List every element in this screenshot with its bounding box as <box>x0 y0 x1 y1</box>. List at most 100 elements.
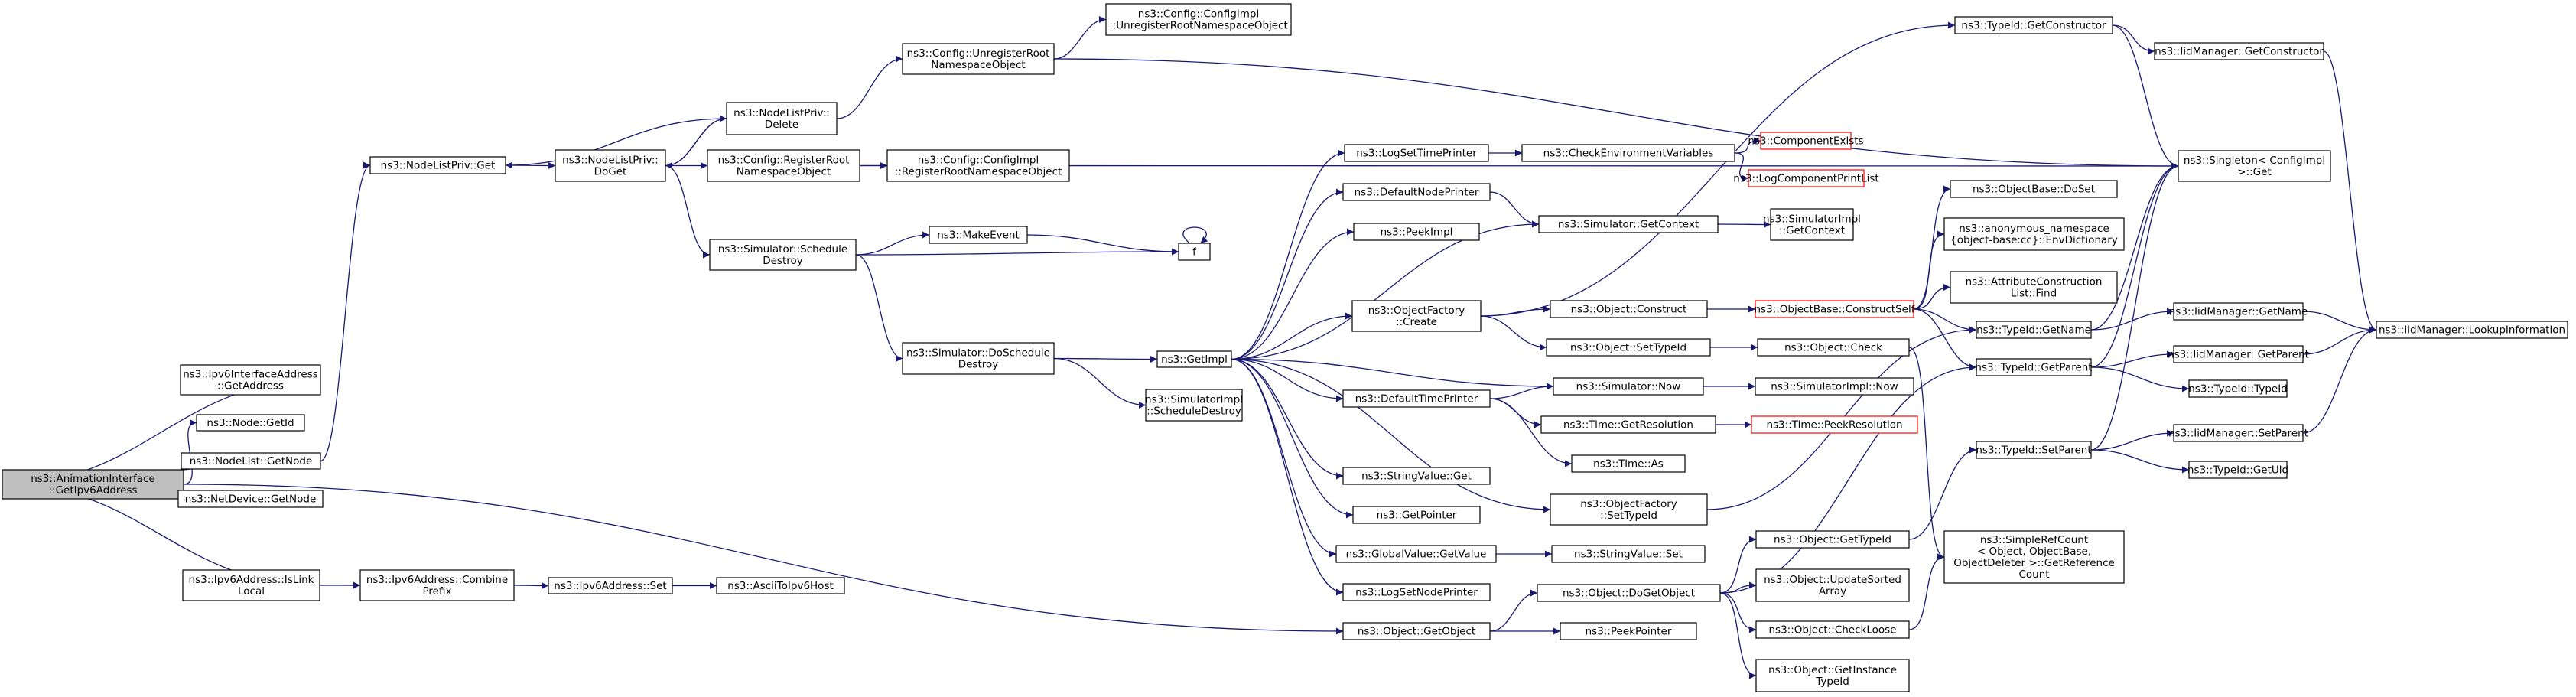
node-nodegetid[interactable]: ns3::Node::GetId <box>196 414 305 432</box>
node-timeas[interactable]: ns3::Time::As <box>1571 454 1686 473</box>
node-label: ns3::Config::UnregisterRoot <box>907 47 1050 60</box>
node-cfgreg[interactable]: ns3::Config::RegisterRootNamespaceObject <box>707 149 860 182</box>
edge-iidgetparent-to-iidlookup <box>2302 326 2377 355</box>
node-objfactcreate[interactable]: ns3::ObjectFactory::Create <box>1351 300 1482 332</box>
node-label: ns3::Simulator::DoSchedule <box>906 347 1050 360</box>
node-getimpl[interactable]: ns3::GetImpl <box>1156 350 1232 368</box>
node-makeevent[interactable]: ns3::MakeEvent <box>929 226 1028 244</box>
node-stringvalget[interactable]: ns3::StringValue::Get <box>1342 467 1491 485</box>
node-iidgetparent[interactable]: ns3::IidManager::GetParent <box>2168 345 2309 363</box>
node-simimplsched[interactable]: ns3::SimulatorImpl::ScheduleDestroy <box>1145 389 1243 422</box>
node-checkenv[interactable]: ns3::CheckEnvironmentVariables <box>1521 144 1735 162</box>
node-box <box>1571 454 1686 473</box>
node-objbasedoset[interactable]: ns3::ObjectBase::DoSet <box>1950 180 2118 198</box>
edge-line <box>1231 358 1344 596</box>
node-objgettypeid[interactable]: ns3::Object::GetTypeId <box>1755 530 1910 549</box>
node-objcheck[interactable]: ns3::Object::Check <box>1757 338 1910 357</box>
node-logsettime[interactable]: ns3::LogSetTimePrinter <box>1344 144 1489 162</box>
edge-line <box>320 161 371 462</box>
node-compexists[interactable]: ns3::ComponentExists <box>1748 132 1864 150</box>
node-getpointer[interactable]: ns3::GetPointer <box>1352 506 1481 524</box>
node-timegetres[interactable]: ns3::Time::GetResolution <box>1540 415 1716 434</box>
node-label: ns3::Object::Check <box>1784 342 1882 354</box>
node-ipv6set[interactable]: ns3::Ipv6Address::Set <box>548 577 673 594</box>
node-box <box>929 226 1028 244</box>
edge-line <box>2090 162 2179 451</box>
node-typeidgetconstructor[interactable]: ns3::TypeId::GetConstructor <box>1954 16 2113 34</box>
node-logcompprint[interactable]: ns3::LogComponentPrintList <box>1733 169 1879 187</box>
edge-line <box>1231 188 1344 360</box>
node-label: Array <box>1819 585 1846 598</box>
node-label: List::Find <box>2011 288 2057 300</box>
edge-line <box>1913 284 1951 310</box>
node-simnow[interactable]: ns3::Simulator::Now <box>1553 377 1704 396</box>
node-typeidgetparent[interactable]: ns3::TypeId::GetParent <box>1975 358 2093 376</box>
node-typeidsetparent[interactable]: ns3::TypeId::SetParent <box>1976 441 2092 459</box>
edge-line <box>513 581 549 589</box>
node-root[interactable]: ns3::AnimationInterface::GetIpv6Address <box>2 469 184 500</box>
node-label: ns3::LogSetNodePrinter <box>1355 587 1478 599</box>
node-box <box>1342 583 1491 601</box>
node-objconstruct[interactable]: ns3::Object::Construct <box>1550 300 1708 318</box>
node-peekimpl[interactable]: ns3::PeekImpl <box>1353 223 1480 241</box>
edge-simschedule-to-simdoschedule <box>855 254 903 362</box>
node-label: ns3::NetDevice::GetNode <box>185 493 317 506</box>
edge-line <box>2090 162 2179 331</box>
node-f[interactable]: f <box>1178 243 1211 261</box>
node-cfgimplunreg[interactable]: ns3::Config::ConfigImpl::UnregisterRootN… <box>1105 3 1292 36</box>
node-defnodeprinter[interactable]: ns3::DefaultNodePrinter <box>1342 183 1491 201</box>
node-anonenvdict[interactable]: ns3::anonymous_namespace{object-base:cc}… <box>1943 217 2125 251</box>
node-logsetnode[interactable]: ns3::LogSetNodePrinter <box>1342 583 1491 601</box>
edge-line <box>1231 358 1554 390</box>
node-label: ::GetIpv6Address <box>48 484 137 497</box>
node-iidsetparent[interactable]: ns3::IidManager::SetParent <box>2168 424 2308 442</box>
node-objdogetobject[interactable]: ns3::Object::DoGetObject <box>1537 584 1721 602</box>
node-objfactsettypeid[interactable]: ns3::ObjectFactory::SetTypeId <box>1550 493 1708 526</box>
node-nlpget[interactable]: ns3::NodeListPriv::Get <box>369 156 506 174</box>
node-simgetcontext[interactable]: ns3::Simulator::GetContext <box>1538 215 1719 233</box>
node-iidgetconstructor[interactable]: ns3::IidManager::GetConstructor <box>2154 42 2324 60</box>
node-nlpdelete[interactable]: ns3::NodeListPriv::Delete <box>726 102 838 135</box>
node-stringvalset[interactable]: ns3::StringValue::Set <box>1551 545 1706 563</box>
node-cfgunreg[interactable]: ns3::Config::UnregisterRootNamespaceObje… <box>902 43 1055 75</box>
node-box <box>359 569 515 601</box>
node-iidgetname[interactable]: ns3::IidManager::GetName <box>2169 302 2308 321</box>
edge-typeidgetparent-to-singletonget <box>2090 162 2179 368</box>
node-typeidgetuid[interactable]: ns3::TypeId::GetUid <box>2187 461 2288 479</box>
node-objgetobject[interactable]: ns3::Object::GetObject <box>1342 622 1491 640</box>
node-typeidgetname[interactable]: ns3::TypeId::GetName <box>1976 321 2092 339</box>
node-timepeekres[interactable]: ns3::Time::PeekResolution <box>1751 415 1918 434</box>
edge-line <box>665 164 711 259</box>
node-objsettypeid[interactable]: ns3::Object::SetTypeId <box>1546 338 1711 357</box>
node-box <box>1755 620 1910 639</box>
node-simimplgetctx[interactable]: ns3::SimulatorImpl::GetContext <box>1763 208 1861 241</box>
node-box <box>1344 144 1489 162</box>
node-objcheckloose[interactable]: ns3::Object::CheckLoose <box>1755 620 1910 639</box>
node-simplerefcount[interactable]: ns3::SimpleRefCount< Object, ObjectBase,… <box>1943 530 2125 584</box>
node-simimplnow[interactable]: ns3::SimulatorImpl::Now <box>1755 377 1914 396</box>
node-singletonget[interactable]: ns3::Singleton< ConfigImpl>::Get <box>2178 150 2331 182</box>
node-label: ns3::IidManager::GetConstructor <box>2155 46 2324 58</box>
node-iidlookup[interactable]: ns3::IidManager::LookupInformation <box>2376 321 2568 339</box>
node-netdevgetnode[interactable]: ns3::NetDevice::GetNode <box>177 490 324 508</box>
node-nodelistgetnode[interactable]: ns3::NodeList::GetNode <box>181 452 321 470</box>
node-nlpdoget[interactable]: ns3::NodeListPriv::DoGet <box>555 149 666 182</box>
node-globalvalget[interactable]: ns3::GlobalValue::GetValue <box>1335 545 1497 563</box>
node-deftimeprinter[interactable]: ns3::DefaultTimePrinter <box>1342 389 1491 408</box>
node-asciitoipv6[interactable]: ns3::AsciiToIpv6Host <box>716 577 845 594</box>
node-ipv6ifaddr[interactable]: ns3::Ipv6InterfaceAddress::GetAddress <box>180 364 321 396</box>
node-objbaseconstructself[interactable]: ns3::ObjectBase::ConstructSelf <box>1755 300 1916 318</box>
node-simschedule[interactable]: ns3::Simulator::ScheduleDestroy <box>709 239 857 271</box>
node-box <box>2173 302 2304 321</box>
node-cfgimplreg[interactable]: ns3::Config::ConfigImpl::RegisterRootNam… <box>886 149 1070 182</box>
node-typeidtypeid[interactable]: ns3::TypeId::TypeId <box>2188 379 2288 398</box>
node-peekpointer[interactable]: ns3::PeekPointer <box>1560 622 1697 640</box>
node-label: ::UnregisterRootNamespaceObject <box>1109 20 1288 32</box>
edge-cfgreg-to-singletonget <box>859 162 2179 170</box>
